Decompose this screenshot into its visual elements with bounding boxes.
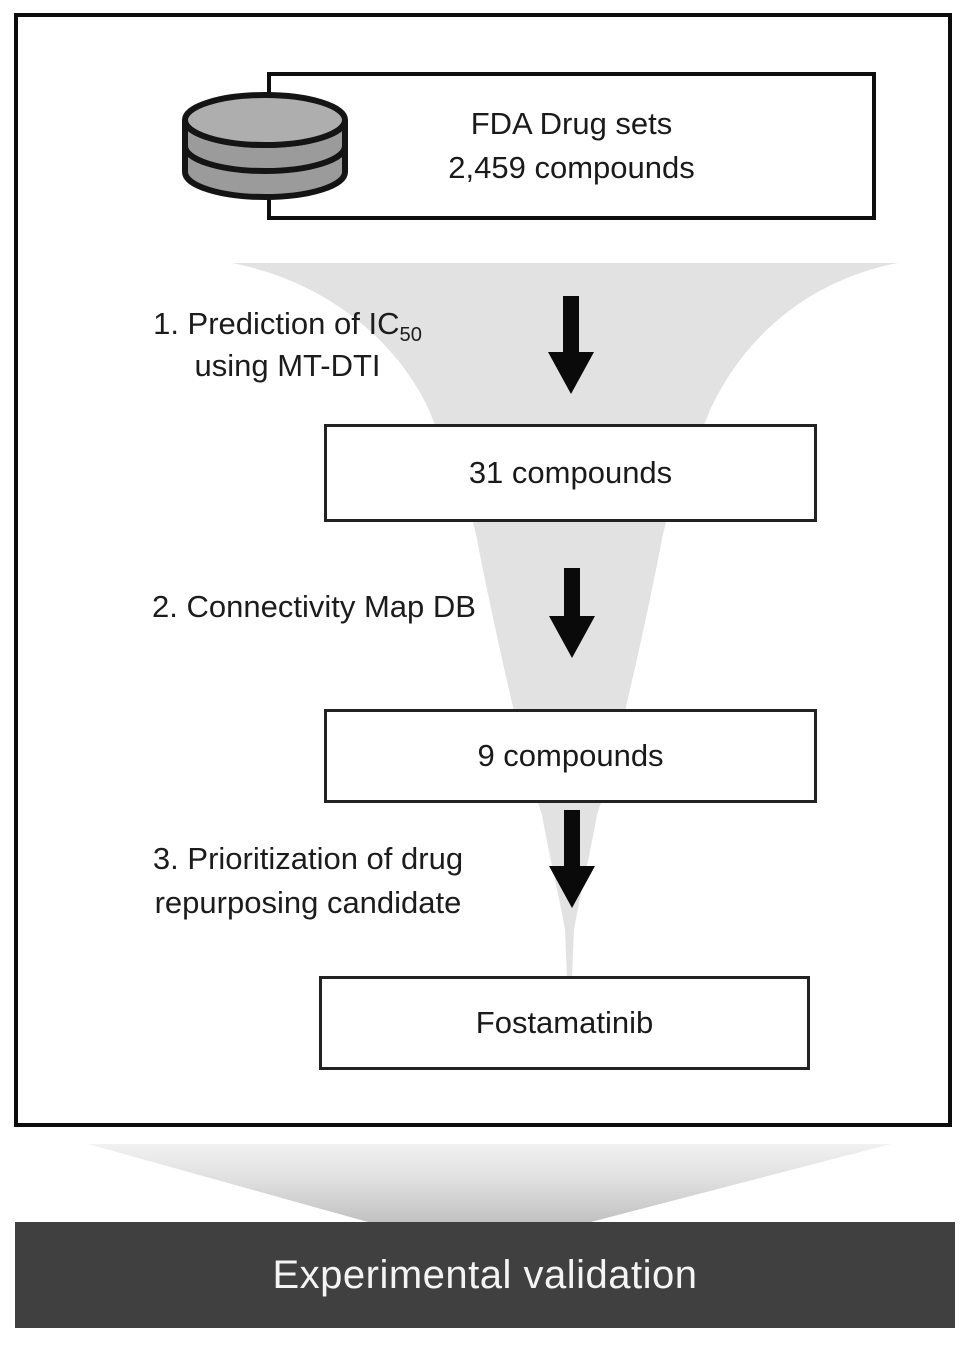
main-panel-border xyxy=(14,13,952,1127)
step-1-label-line1: 1. Prediction of IC50 xyxy=(153,306,422,347)
fda-box-line2: 2,459 compounds xyxy=(448,150,695,185)
step-3-label-line2: repurposing candidate xyxy=(154,885,462,920)
step-2-label: 2. Connectivity Map DB xyxy=(114,589,514,625)
step-2-label-line1: 2. Connectivity Map DB xyxy=(152,589,476,624)
experimental-validation-label: Experimental validation xyxy=(272,1252,698,1297)
fda-drug-sets-box: FDA Drug sets 2,459 compounds xyxy=(267,72,876,220)
step-1-label-line2: using MT-DTI xyxy=(194,348,381,383)
funnel-to-validation-shape xyxy=(88,1144,891,1222)
compounds-9-text: 9 compounds xyxy=(477,738,664,773)
compounds-31-text: 31 compounds xyxy=(468,455,673,490)
fostamatinib-box: Fostamatinib xyxy=(319,976,810,1070)
step-3-label-line1: 3. Prioritization of drug xyxy=(152,841,464,876)
fda-box-line1: FDA Drug sets xyxy=(470,106,673,141)
step-3-label: 3. Prioritization of drug repurposing ca… xyxy=(112,837,504,925)
experimental-validation-bar: Experimental validation xyxy=(15,1222,955,1328)
fostamatinib-text: Fostamatinib xyxy=(475,1005,654,1040)
ic50-subscript: 50 xyxy=(399,324,422,347)
compounds-31-box: 31 compounds xyxy=(324,424,817,522)
compounds-9-box: 9 compounds xyxy=(324,709,817,803)
step-1-label: 1. Prediction of IC50 using MT-DTI xyxy=(115,303,460,387)
